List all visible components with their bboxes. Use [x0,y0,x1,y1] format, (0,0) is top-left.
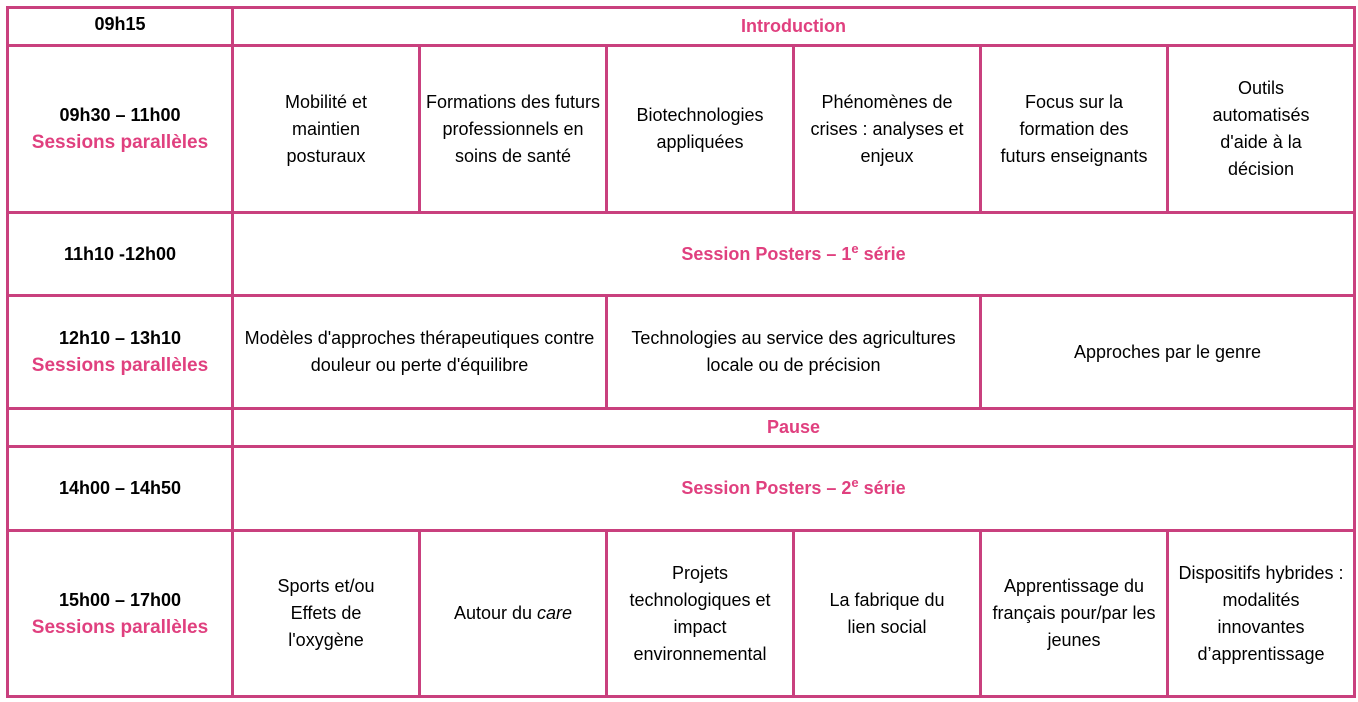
session-text-italic: care [537,603,573,623]
session-cell: Dispositifs hybrides : modalités innovan… [1165,529,1357,698]
pause-title: Pause [230,407,1357,448]
posters-2-title: Session Posters – 2e série [230,445,1357,532]
posters-title-text: Session Posters – 1 [681,243,852,264]
row-pause: Pause [6,407,1357,448]
row-parallel-sessions-1: 09h30 – 11h00 Sessions parallèles Mobili… [6,44,1357,214]
time-cell: 09h30 – 11h00 Sessions parallèles [6,44,234,214]
session-cell: Projets technologiques et impact environ… [605,529,795,698]
program-schedule-table: 09h15 Introduction 09h30 – 11h00 Session… [6,6,1357,698]
time-cell: 12h10 – 13h10 Sessions parallèles [6,294,234,410]
session-cell: Biotechnologies appliquées [605,44,795,214]
session-cell: Approches par le genre [978,294,1357,410]
session-cell: Phénomènes de crises : analyses et enjeu… [792,44,982,214]
session-type-label: Sessions parallèles [31,132,209,153]
session-cell: Mobilité et maintien posturaux [231,44,421,214]
row-posters-1: 11h10 -12h00 Session Posters – 1e série [6,211,1357,297]
time-cell: 11h10 -12h00 [6,211,234,297]
time-range: 15h00 – 17h00 [58,589,182,610]
row-parallel-sessions-2: 12h10 – 13h10 Sessions parallèles Modèle… [6,294,1357,410]
session-cell: Formations des futurs professionnels en … [418,44,608,214]
row-parallel-sessions-3: 15h00 – 17h00 Sessions parallèles Sports… [6,529,1357,698]
session-cell: Autour du care [418,529,608,698]
time-cell: 14h00 – 14h50 [6,445,234,532]
row-introduction: 09h15 Introduction [6,6,1357,47]
session-type-label: Sessions parallèles [31,355,209,376]
time-range: 09h30 – 11h00 [59,105,181,125]
session-text: Autour du [453,603,538,623]
posters-title-suffix: série [858,478,906,498]
time-cell: 09h15 [6,6,234,47]
time-cell [6,407,234,448]
session-cell: Sports et/ou Effets de l'oxygène [231,529,421,698]
session-cell: La fabrique du lien social [792,529,982,698]
session-cell: Modèles d'approches thérapeutiques contr… [231,294,608,410]
time-range: 12h10 – 13h10 [58,328,182,348]
introduction-title: Introduction [230,6,1357,47]
posters-title-text: Session Posters – 2 [681,478,852,498]
session-cell: Technologies au service des agricultures… [605,294,982,410]
posters-title-sup: e [851,475,859,490]
posters-title-suffix: série [858,243,906,264]
posters-1-title: Session Posters – 1e série [230,211,1357,297]
posters-title-sup: e [851,240,859,256]
time-cell: 15h00 – 17h00 Sessions parallèles [6,529,234,698]
session-cell: Outils automatisés d'aide à la décision [1165,44,1357,214]
session-cell: Focus sur la formation des futurs enseig… [979,44,1169,214]
session-cell: Apprentissage du français pour/par les j… [979,529,1169,698]
row-posters-2: 14h00 – 14h50 Session Posters – 2e série [6,445,1357,532]
session-type-label: Sessions parallèles [31,616,209,638]
